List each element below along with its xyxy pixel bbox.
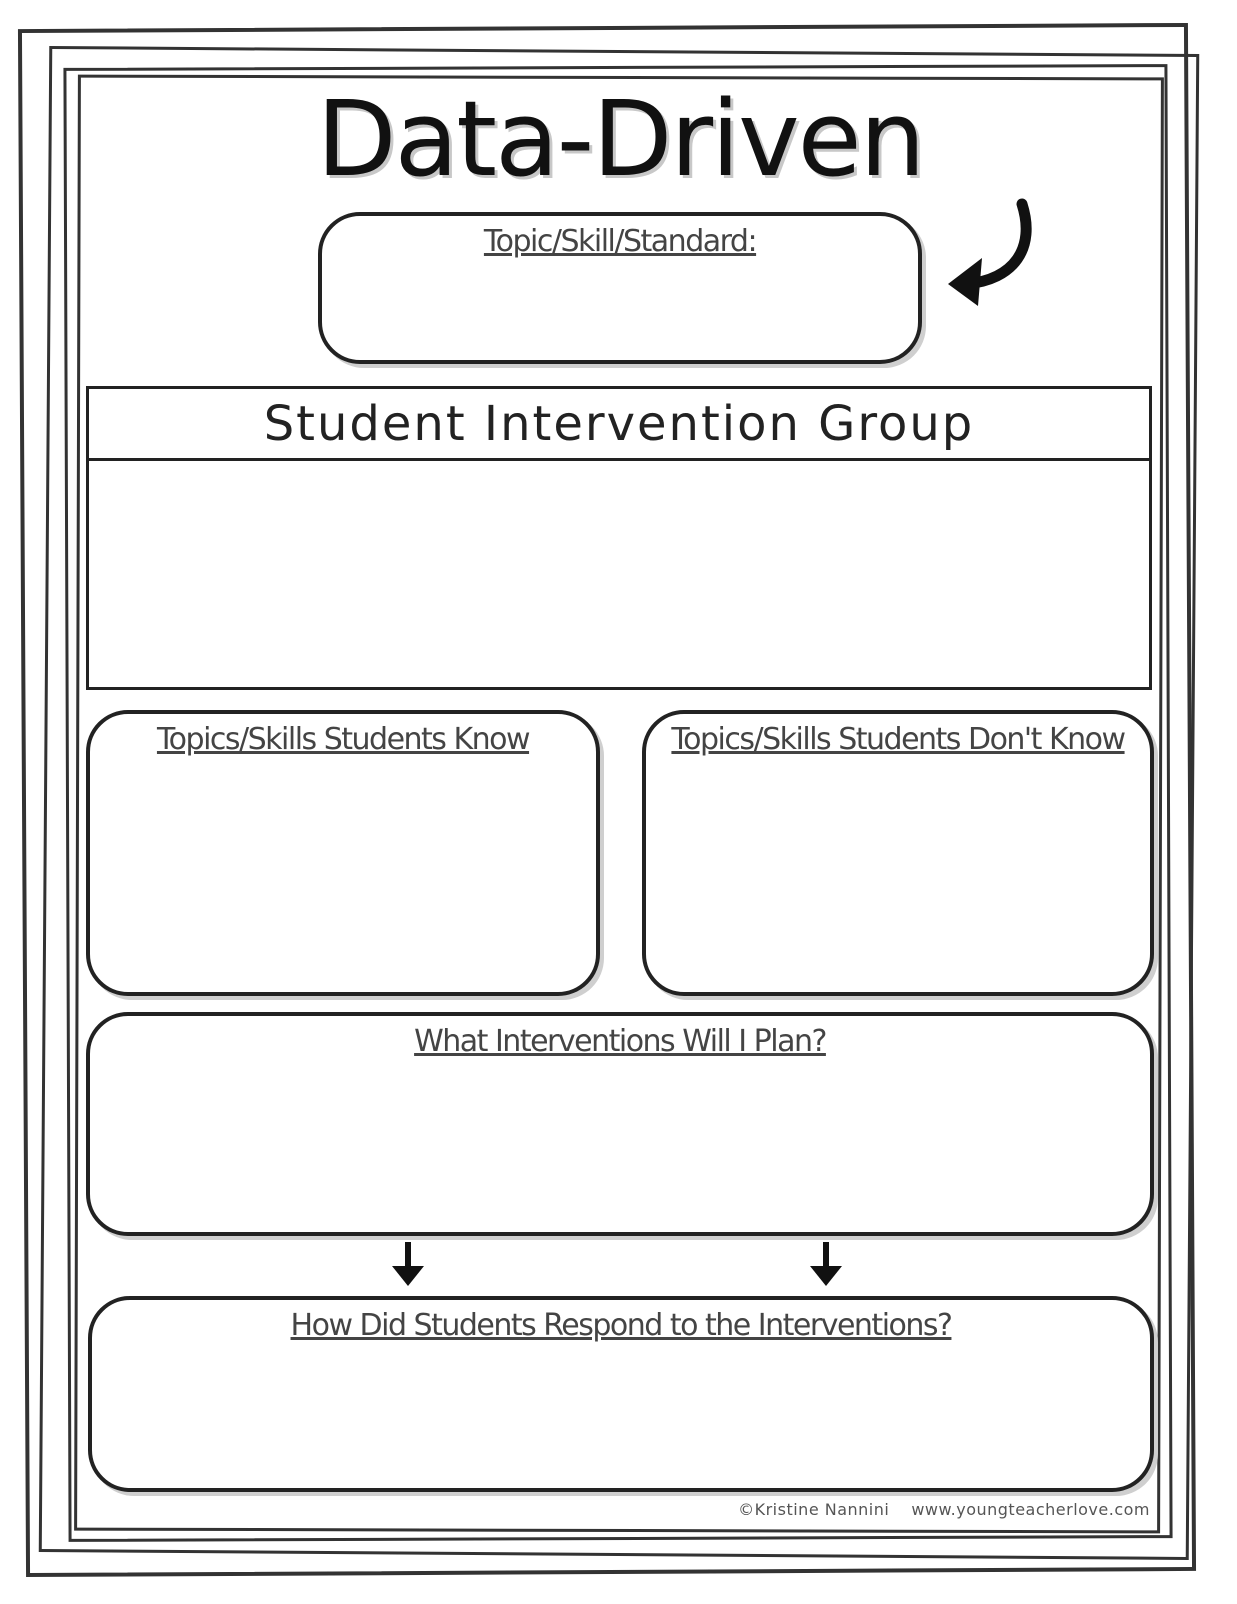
footer-website: www.youngteacherlove.com [911, 1500, 1150, 1519]
skills-students-dont-know-label: Topics/Skills Students Don't Know [671, 722, 1126, 757]
interventions-plan-box[interactable]: What Interventions Will I Plan? [86, 1012, 1154, 1236]
student-intervention-group-header: Student Intervention Group [89, 389, 1149, 461]
interventions-plan-label: What Interventions Will I Plan? [414, 1024, 827, 1059]
skills-students-know-box[interactable]: Topics/Skills Students Know [86, 710, 600, 996]
curved-arrow-icon [948, 198, 1032, 306]
skills-students-dont-know-box[interactable]: Topics/Skills Students Don't Know [642, 710, 1154, 996]
skills-students-know-label: Topics/Skills Students Know [156, 722, 531, 757]
footer-author: ©Kristine Nannini [738, 1500, 890, 1519]
down-arrow-icon [392, 1242, 424, 1286]
student-response-label: How Did Students Respond to the Interven… [290, 1308, 953, 1343]
down-arrow-icon [810, 1242, 842, 1286]
student-intervention-group-box[interactable]: Student Intervention Group [86, 386, 1152, 690]
topic-skill-standard-label: Topic/Skill/Standard: [483, 224, 758, 259]
student-response-box[interactable]: How Did Students Respond to the Interven… [88, 1296, 1154, 1492]
footer-credits: ©Kristine Nannini www.youngteacherlove.co… [690, 1500, 1150, 1519]
topic-skill-standard-box[interactable]: Topic/Skill/Standard: [318, 212, 922, 364]
